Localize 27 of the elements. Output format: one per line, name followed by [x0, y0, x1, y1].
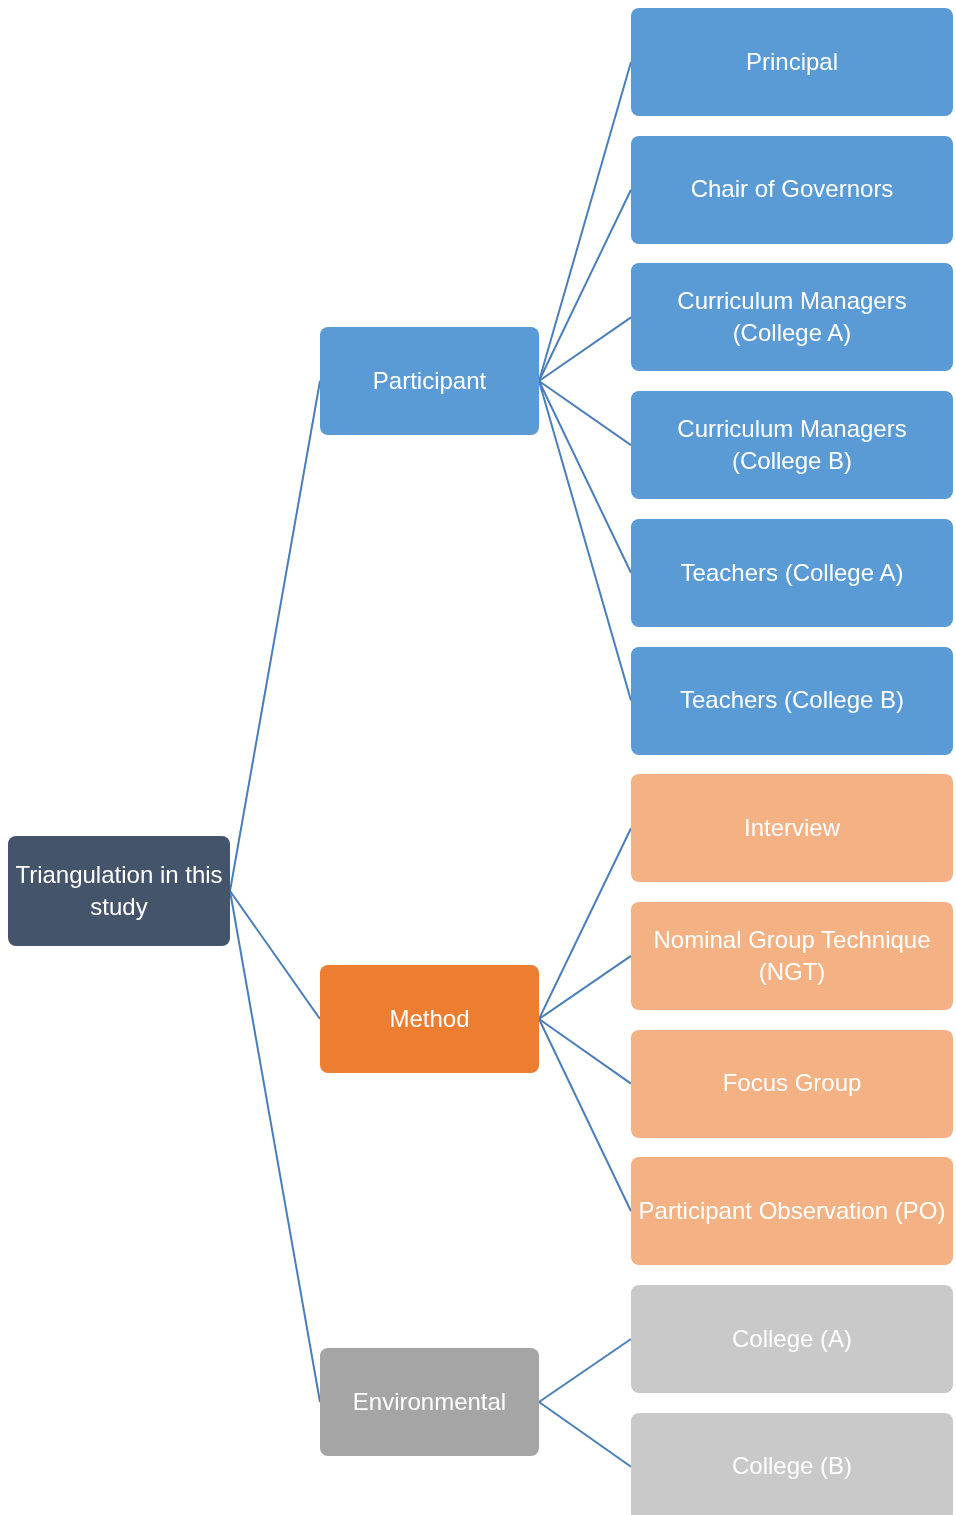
connector-line [538, 316, 632, 382]
node-box: Participant Observation (PO) [631, 1157, 953, 1266]
node-box: Participant [320, 327, 539, 435]
connector-line [538, 954, 632, 1020]
connector-line [538, 1018, 632, 1213]
node-box: Interview [631, 774, 953, 883]
node-box: Principal [631, 8, 953, 116]
connector-line [229, 890, 321, 1403]
node-box: Triangulation in this study [8, 836, 230, 946]
connector-line [229, 380, 321, 892]
node-box: Focus Group [631, 1029, 953, 1138]
node-box: Environmental [320, 1348, 539, 1456]
connector-line [538, 380, 632, 574]
node-box: Chair of Governors [631, 135, 953, 244]
node-box: Teachers (College A) [631, 518, 953, 627]
connector-line [538, 380, 632, 447]
connector-line [538, 1338, 632, 1403]
node-box: Nominal Group Technique (NGT) [631, 901, 953, 1010]
connector-line [229, 890, 321, 1020]
node-box: Teachers (College B) [631, 646, 953, 755]
node-box: Method [320, 965, 539, 1073]
connector-line [538, 1018, 632, 1085]
node-box: Curriculum Managers (College B) [631, 391, 953, 500]
connector-line [538, 827, 632, 1020]
node-box: Curriculum Managers (College A) [631, 263, 953, 372]
connector-line [538, 188, 632, 382]
connector-line [538, 1401, 632, 1468]
